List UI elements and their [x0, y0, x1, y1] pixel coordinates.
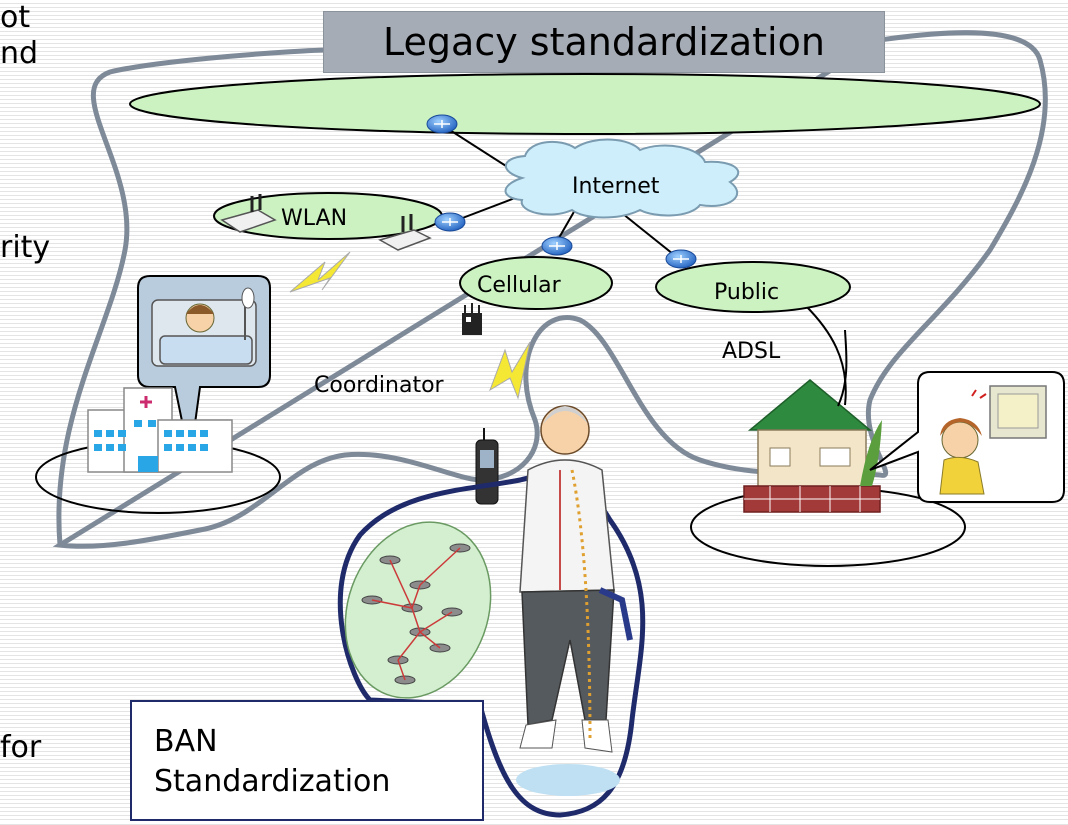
wireless-lightning-icon: [289, 251, 351, 293]
left-text-fragment: nd: [0, 36, 39, 71]
legacy-network-oval: [129, 73, 1041, 135]
wlan-label: WLAN: [281, 206, 347, 231]
ban-title-line2: Standardization: [154, 764, 391, 799]
cellular-oval: [459, 256, 613, 310]
base-station-icon: [462, 303, 482, 335]
patient-in-bed-illustration: [151, 287, 257, 367]
ban-title-line1: BAN: [154, 724, 218, 759]
mobile-phone-icon: [475, 428, 499, 505]
adsl-label: ADSL: [722, 339, 781, 364]
wireless-lightning-icon: [489, 341, 531, 400]
left-text-fragment: rity: [0, 230, 51, 265]
legacy-standardization-title: Legacy standardization: [323, 11, 885, 73]
router-icon: [665, 249, 697, 269]
coordinator-label: Coordinator: [314, 373, 445, 398]
ban-domain-boundary: [337, 472, 646, 818]
public-oval: [655, 261, 851, 313]
access-point-icon: [220, 194, 277, 233]
internet-cloud: [504, 138, 740, 219]
access-point-icon: [378, 214, 432, 251]
internet-label: Internet: [572, 174, 660, 199]
router-icon: [541, 236, 573, 256]
adsl-link: [837, 329, 848, 407]
home-building-icon: [743, 379, 882, 513]
left-text-fragment: for: [0, 730, 42, 765]
router-icon: [426, 114, 458, 134]
public-label: Public: [714, 280, 779, 305]
hospital-building-icon: [87, 387, 233, 473]
router-icon: [434, 212, 466, 232]
legacy-domain-boundary: [52, 30, 1048, 549]
walking-man-illustration: [516, 405, 633, 796]
ban-sensor-network-illustration: [344, 521, 492, 699]
cellular-label: Cellular: [477, 273, 562, 298]
home-user-illustration: [939, 385, 1047, 495]
left-text-fragment: ot: [0, 0, 31, 35]
ban-standardization-box: BAN Standardization: [130, 700, 484, 821]
